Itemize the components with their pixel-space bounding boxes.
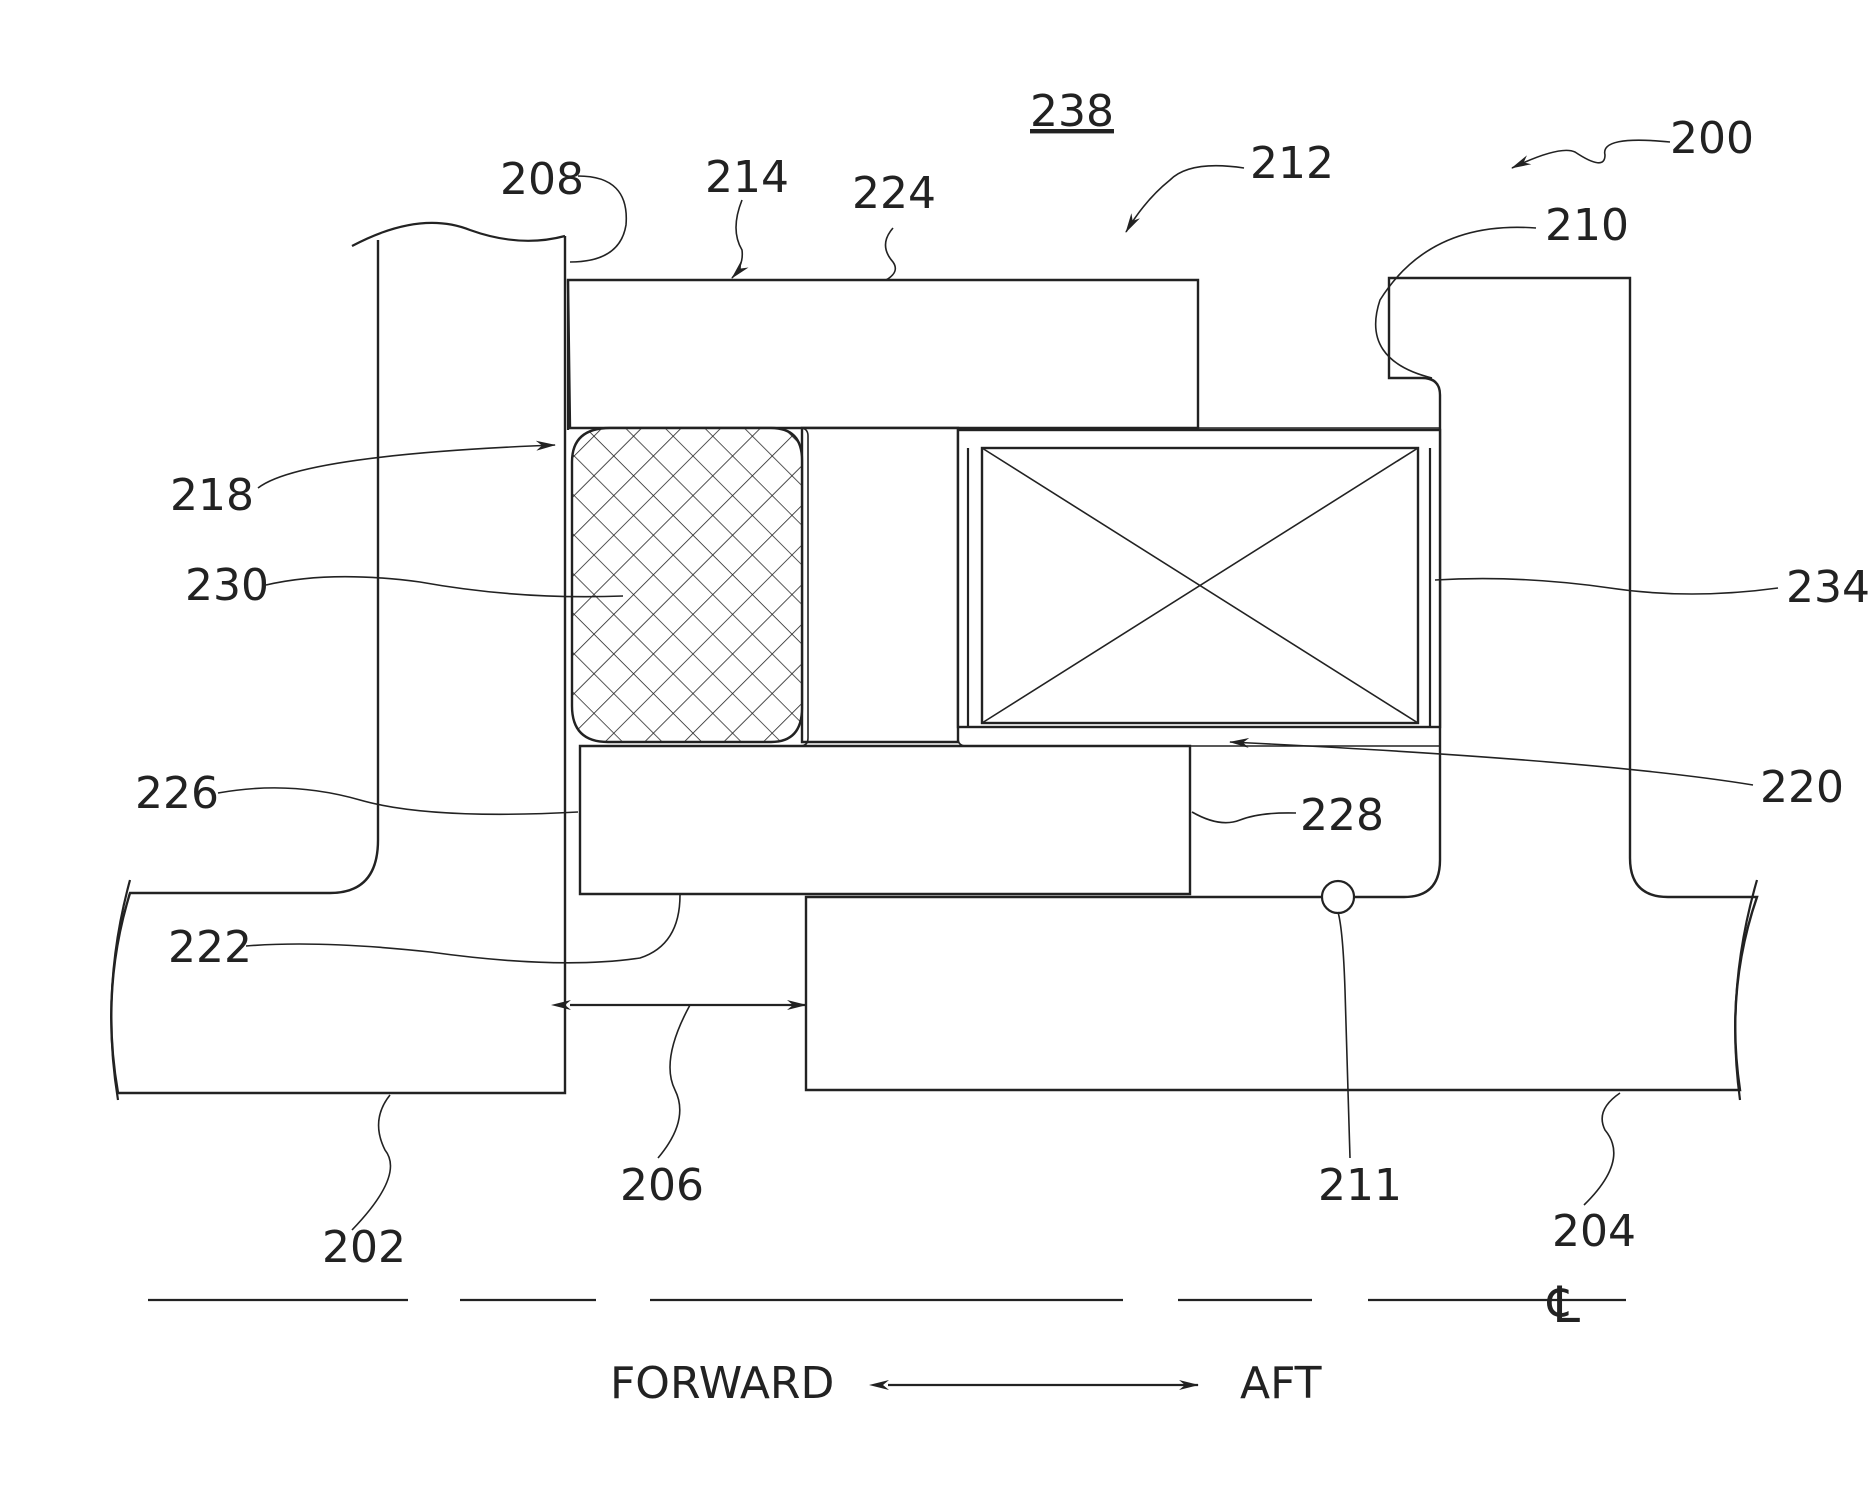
feature-211-notch [1322,881,1354,913]
label-228: 228 [1300,790,1384,841]
label-200: 200 [1670,113,1754,164]
leader-206 [658,1005,690,1158]
leader-214 [732,200,742,278]
label-224: 224 [852,168,936,219]
label-220: 220 [1760,762,1844,813]
label-234: 234 [1786,562,1870,613]
label-218: 218 [170,470,254,521]
seal-carrier-212 [568,280,1198,428]
label-226: 226 [135,768,219,819]
centerline-symbol: ℄ [1546,1276,1580,1334]
label-211: 211 [1318,1160,1402,1211]
label-212: 212 [1250,138,1334,189]
label-208: 208 [500,154,584,205]
label-204: 204 [1552,1206,1636,1257]
leader-200 [1512,140,1670,168]
label-230: 230 [185,560,269,611]
seal-carrier-lower-arm [580,746,1190,894]
leader-212 [1126,166,1244,232]
leader-224 [886,228,896,280]
label-206: 206 [620,1160,704,1211]
label-202: 202 [322,1222,406,1273]
seal-230-hatch [560,420,810,750]
label-214: 214 [705,152,789,203]
label-222: 222 [168,922,252,973]
label-210: 210 [1545,200,1629,251]
direction-forward-label: FORWARD [610,1358,834,1409]
leader-228 [1192,812,1296,823]
leader-202 [352,1095,390,1230]
leader-204 [1584,1093,1620,1205]
seal-carrier-web [802,428,958,742]
label-238: 238 [1030,86,1114,137]
direction-aft-label: AFT [1240,1358,1322,1409]
